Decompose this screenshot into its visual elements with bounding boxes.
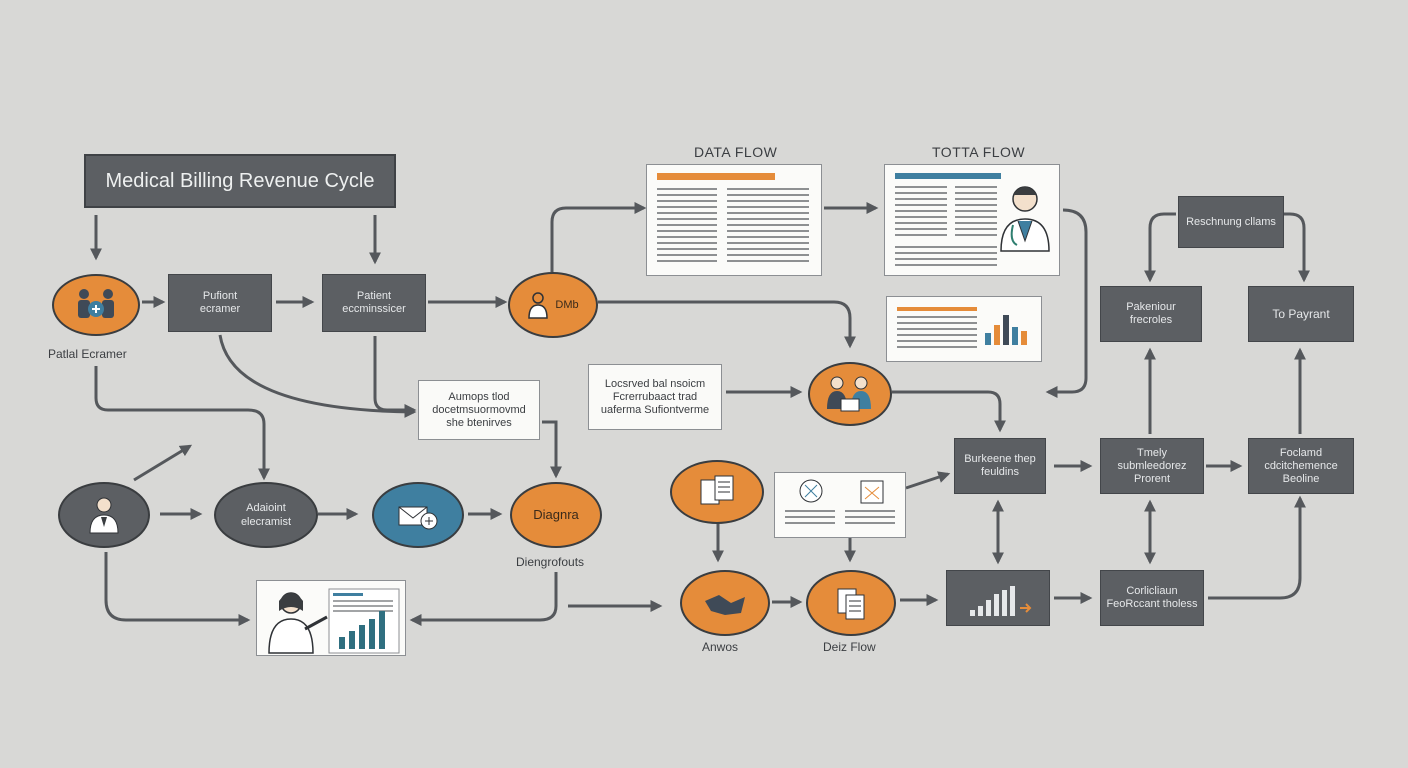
document-review-card — [774, 472, 906, 538]
totta-flow-card — [884, 164, 1060, 276]
billing-reports-box: Burkeene thep feuldins — [954, 438, 1046, 494]
analyst-chart-icon — [268, 588, 400, 654]
report-chart-card — [886, 296, 1042, 362]
patient-encounter-circle — [52, 274, 140, 336]
data-flow-label: Deiz Flow — [823, 640, 876, 654]
document-review-icon — [785, 479, 895, 524]
diagnosis-label: Diengrofouts — [516, 555, 585, 569]
arrow-card2-down — [1045, 208, 1088, 398]
physician-icon — [89, 497, 119, 534]
resubmit-claims-box: Reschnung cllams — [1178, 196, 1284, 248]
document-stack-icon — [837, 588, 865, 620]
accurate-documentation-note: Aumops tlod docetmsuormovmd she btenirve… — [418, 380, 540, 440]
final-settlement-box: Foclamd cdcitchemence Beoline — [1248, 438, 1354, 494]
consultation-icon — [827, 376, 871, 412]
arrow-resubmit-left — [1144, 212, 1176, 283]
diagnosis-circle: Diagnra — [510, 482, 602, 548]
arrow-doctor-down — [104, 552, 251, 626]
arrow-encounter-down — [94, 366, 270, 481]
doctors-consult-circle — [808, 362, 892, 426]
puzzle-icon — [705, 595, 745, 615]
to-payment-box: To Payrant — [1248, 286, 1354, 342]
data-flow-card — [646, 164, 822, 276]
forms-icon — [700, 475, 734, 505]
arrow-coll-to-final — [1208, 495, 1306, 600]
arrow-dmb-to-doctors — [598, 300, 856, 349]
doctor-dmb-label: DMb — [555, 299, 579, 311]
arrows-label: Anwos — [702, 640, 739, 654]
doctor-dmb-circle: DMb — [508, 272, 598, 338]
arrow-box-to-note — [218, 334, 417, 418]
arrow-dmb-up-to-card — [550, 202, 647, 272]
bar-chart-icon — [970, 586, 1032, 616]
doctor-document-icon — [895, 173, 1050, 266]
patient-ecommissioner-box: Patient eccminssicer — [322, 274, 426, 332]
patient-encounter-label: Patlal Ecramer — [48, 347, 127, 361]
arrow-patient-to-note — [373, 336, 417, 416]
data-flow-title: DATA FLOW — [694, 144, 778, 160]
revenue-chart-box — [946, 570, 1050, 626]
email-icon — [398, 506, 438, 530]
diagram-title: Medical Billing Revenue Cycle — [84, 154, 396, 208]
arrow-doccard-to-billing — [905, 471, 951, 490]
totta-flow-title: TOTTA FLOW — [932, 144, 1026, 160]
forms-circle — [670, 460, 764, 524]
patient-balances-box: Pakeniour frecroles — [1100, 286, 1202, 342]
arrow-double-upper-left — [133, 444, 193, 482]
timely-submission-box: Tmely submleedorez Prorent — [1100, 438, 1204, 494]
document-icon — [657, 173, 809, 262]
admin-encounter-circle: Adaioint elecramist — [214, 482, 318, 548]
coded-services-note: Locsrved bal nsoicm Fcrerrubaact trad ua… — [588, 364, 722, 430]
patient-encounter-box: Pufiont ecramer — [168, 274, 272, 332]
collection-accounts-box: Corlicliaun FeoRccant tholess — [1100, 570, 1204, 626]
patients-icon — [78, 289, 114, 318]
arrow-diag-to-card — [409, 572, 558, 626]
arrows-circle — [680, 570, 770, 636]
arrow-resubmit-right — [1284, 212, 1310, 283]
data-flow-circle — [806, 570, 896, 636]
report-chart-icon — [897, 307, 1027, 348]
analyst-report-card — [256, 580, 406, 656]
physician-circle — [58, 482, 150, 548]
arrow-note-to-diag — [542, 420, 562, 479]
email-records-circle — [372, 482, 464, 548]
doctor-icon — [528, 292, 549, 319]
arrow-doctors-to-billing — [892, 390, 1006, 433]
